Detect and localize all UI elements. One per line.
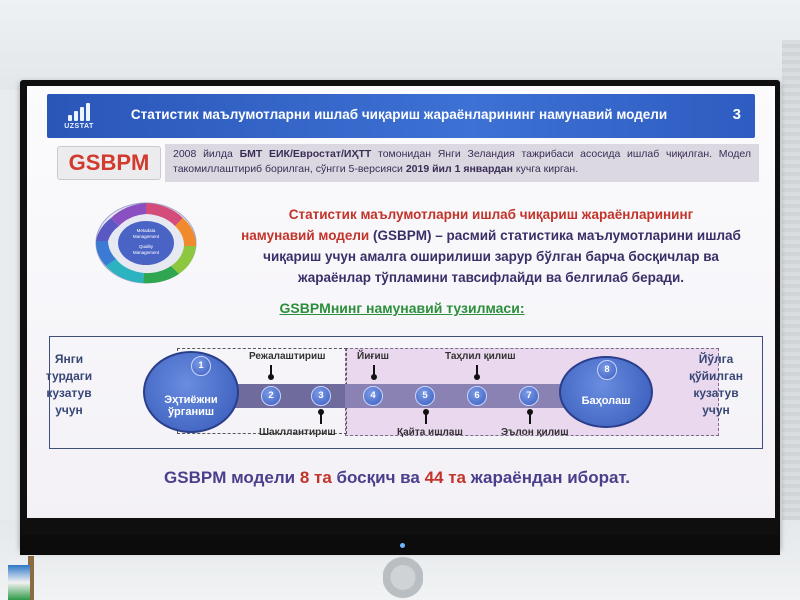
footer-text: жараёндан иборат.	[466, 468, 630, 487]
slide-footer-summary: GSBPM модели 8 та босқич ва 44 та жараён…	[87, 468, 707, 488]
slide-title: Статистик маълумотларни ишлаб чиқариш жа…	[130, 107, 668, 122]
stage-label-plan: Режалаштириш	[249, 351, 326, 362]
bar-chart-icon	[68, 102, 90, 121]
stage-1-label: Эҳтиёжни ўрганиш	[164, 394, 218, 418]
gsbpm-cycle-graphic: Metadata Management Quality Management	[91, 196, 201, 290]
established-survey-label: Йўлга қўйилган кузатув учун	[689, 352, 743, 417]
description-body: расмий статистика маълумотларини ишлаб ч…	[263, 228, 741, 285]
stage-7-node: 7	[519, 386, 539, 406]
wall-background	[0, 0, 800, 90]
stage-3-node: 3	[311, 386, 331, 406]
pin-process	[423, 409, 429, 424]
description-abbreviation: (GSBPM) –	[369, 228, 447, 243]
cycle-center-text: Metadata Management Quality Management	[123, 228, 169, 256]
window-blind	[782, 40, 800, 600]
stage-4-node: 4	[363, 386, 383, 406]
intro-bold-part: БМТ ЕИК/Евростат/ИҲТТ	[239, 148, 372, 160]
stage-label-disseminate: Эълон қилиш	[501, 427, 569, 438]
stage-1-circle	[143, 351, 239, 433]
footer-number: 8 та	[299, 468, 332, 487]
pin-disseminate	[527, 409, 533, 424]
slide-page-number: 3	[732, 106, 741, 123]
pin-analyse	[474, 365, 480, 380]
gsbpm-description: Статистик маълумотларни ишлаб чиқариш жа…	[227, 204, 755, 288]
stage-5-node: 5	[415, 386, 435, 406]
microphone-stand	[383, 550, 423, 600]
pin-design	[318, 409, 324, 424]
uzstat-logo: UZSTAT	[47, 94, 111, 138]
presentation-slide: UZSTAT Статистик маълумотларни ишлаб чиқ…	[27, 86, 775, 518]
structure-subtitle: GSBPMнинг намунавий тузилмаси:	[279, 300, 525, 316]
cycle-center-line: Management	[132, 250, 160, 255]
intro-bold-part: 2019 йил 1 январдан	[405, 163, 513, 175]
flag-icon	[8, 565, 30, 600]
stage-label-design: Шакллантириш	[259, 427, 336, 438]
footer-number: 44 та	[424, 468, 466, 487]
logo-text: UZSTAT	[64, 122, 94, 130]
stage-label-analyse: Таҳлил қилиш	[445, 351, 516, 362]
intro-text: 2008 йилда БМТ ЕИК/Евростат/ИҲТТ томонид…	[165, 144, 759, 182]
stage-label-process: Қайта ишлаш	[397, 427, 463, 438]
cycle-center-line: Management	[132, 234, 160, 239]
gsbpm-structure-diagram	[49, 336, 763, 449]
gsbpm-badge: GSBPM	[57, 146, 161, 180]
new-survey-label: Янги турдаги кузатув учун	[45, 352, 93, 417]
slide-header: UZSTAT Статистик маълумотларни ишлаб чиқ…	[47, 94, 755, 138]
description-red-title-2: намунавий модели	[241, 228, 370, 243]
cycle-ring-icon	[95, 202, 197, 284]
footer-text: GSBPM модели	[164, 468, 300, 487]
flag-pole	[28, 556, 34, 600]
description-red-title: Статистик маълумотларни ишлаб чиқариш жа…	[288, 207, 694, 222]
intro-text-part: томонидан Янги Зеландия тажрибаси асосид…	[173, 148, 751, 175]
cycle-center-line: Metadata	[136, 228, 156, 233]
pin-plan	[268, 365, 274, 380]
cycle-center-line: Quality	[138, 244, 153, 249]
intro-text-part: 2008 йилда	[173, 148, 240, 160]
stage-2-node: 2	[261, 386, 281, 406]
power-led-icon	[400, 543, 405, 548]
stage-1-node: 1	[191, 356, 211, 376]
stage-8-node: 8	[597, 360, 617, 380]
footer-text: босқич ва	[331, 468, 425, 487]
stage-6-node: 6	[467, 386, 487, 406]
pin-collect	[371, 365, 377, 380]
stage-8-label: Баҳолаш	[581, 395, 631, 407]
stage-label-collect: Йиғиш	[357, 351, 389, 362]
intro-text-part: кучга кирган.	[512, 163, 579, 175]
